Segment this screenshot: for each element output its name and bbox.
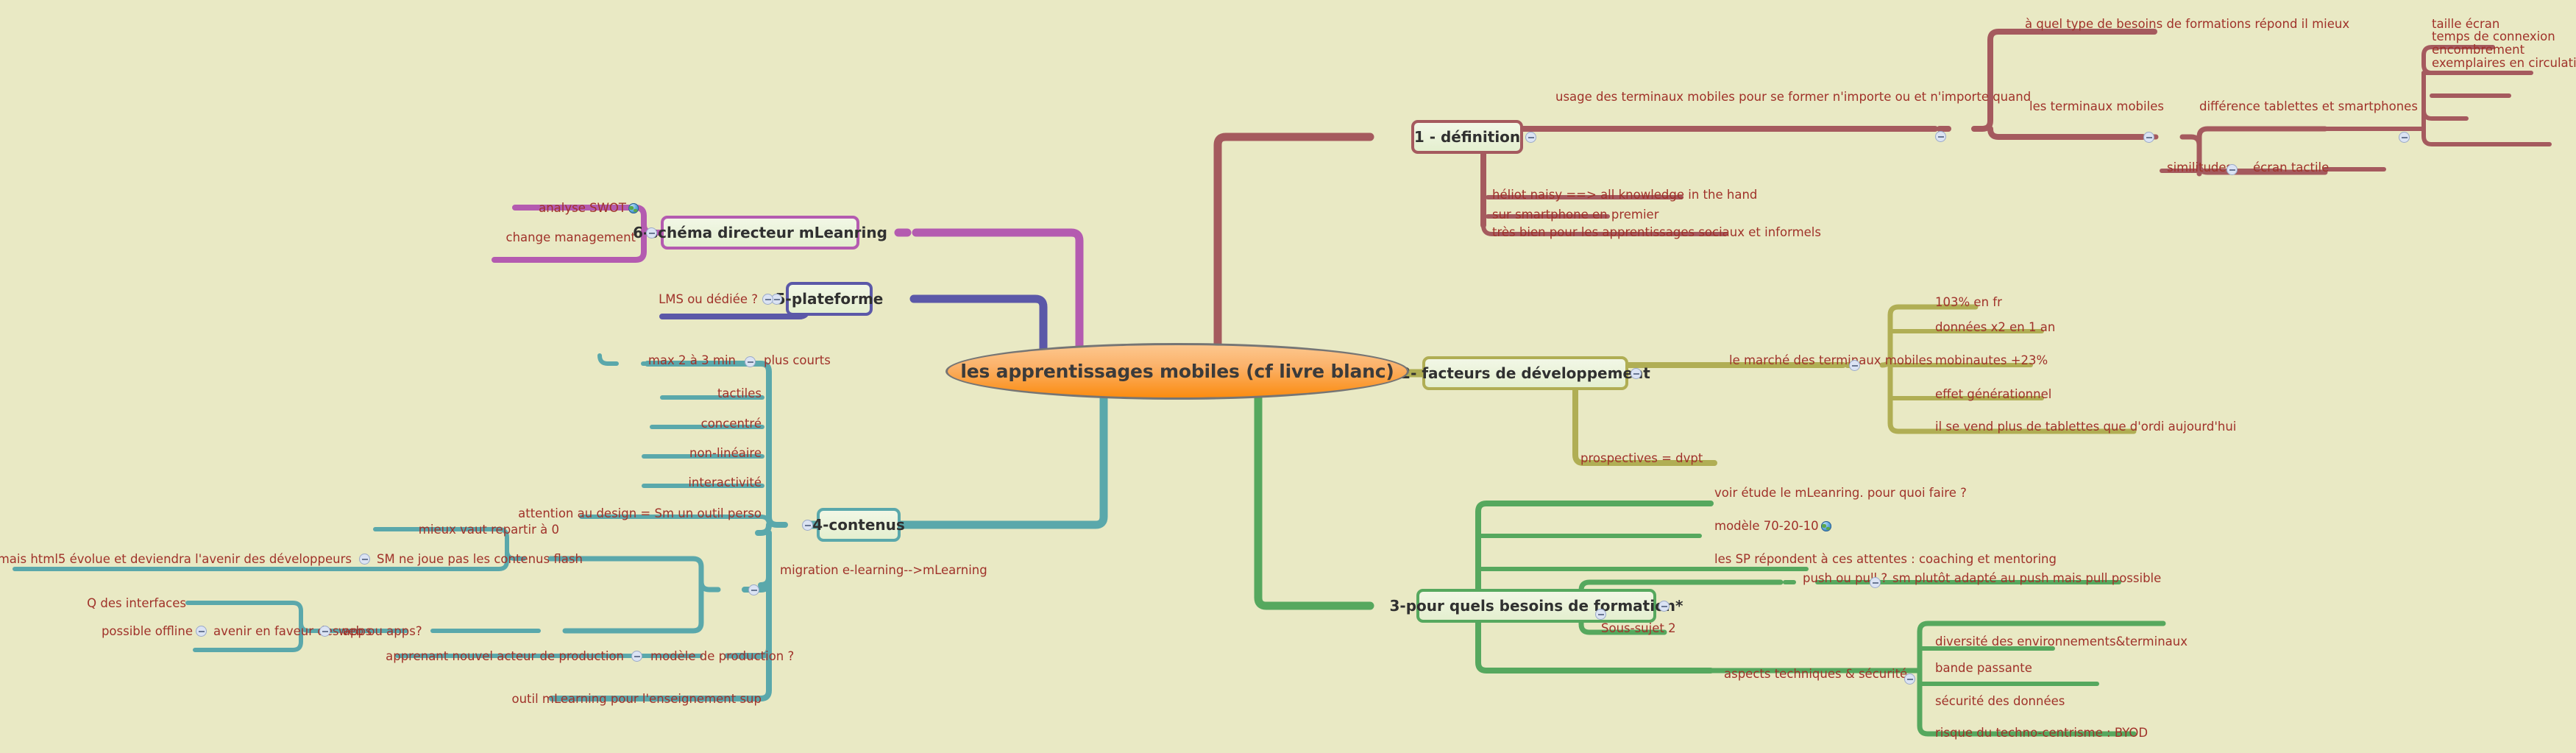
leaf-usage-terminaux[interactable]: usage des terminaux mobiles pour se form… <box>1555 90 2032 104</box>
collapse-toggle-migration[interactable] <box>748 584 759 595</box>
collapse-toggle-modele-production[interactable] <box>631 651 642 662</box>
collapse-toggle-push[interactable] <box>1870 577 1881 588</box>
collapse-toggle-aspects[interactable] <box>1904 674 1915 685</box>
leaf-tactiles[interactable]: tactiles <box>717 386 762 400</box>
collapse-toggle-web-apps[interactable] <box>319 626 330 637</box>
collapse-toggle-besoins[interactable] <box>1658 601 1670 612</box>
leaf-difference-tablettes[interactable]: différence tablettes et smartphones <box>2199 99 2418 113</box>
central-node-label: les apprentissages mobiles (cf livre bla… <box>960 361 1394 382</box>
leaf-lms-ou-dediee[interactable]: LMS ou dédiée ? <box>659 292 758 306</box>
leaf-donnees-x2[interactable]: données x2 en 1 an <box>1935 320 2056 334</box>
collapse-toggle-usage[interactable] <box>1935 131 1946 142</box>
leaf-temps-connexion[interactable]: temps de connexion <box>2432 29 2555 43</box>
leaf-a-quel-type[interactable]: à quel type de besoins de formations rép… <box>2025 17 2350 31</box>
branch-label-schema: 6-schéma directeur mLeanring <box>633 224 887 241</box>
branch-label-facteurs: 2- facteurs de développement <box>1400 364 1650 382</box>
leaf-aspects-techniques[interactable]: aspects techniques & sécurité <box>1724 667 1908 681</box>
leaf-analyse-swot[interactable]: analyse SWOT <box>539 202 639 215</box>
globe-icon <box>628 203 639 213</box>
collapse-toggle-avenir-apps[interactable] <box>196 626 207 637</box>
leaf-taille-ecran[interactable]: taille écran <box>2432 17 2500 31</box>
collapse-toggle-terminaux[interactable] <box>2143 132 2154 143</box>
leaf-q-des-interfaces[interactable]: Q des interfaces <box>87 596 186 610</box>
central-node[interactable]: les apprentissages mobiles (cf livre bla… <box>945 343 1409 400</box>
leaf-plus-courts[interactable]: plus courts <box>764 353 831 367</box>
leaf-mobinautes[interactable]: mobinautes +23% <box>1935 353 2048 367</box>
collapse-toggle-plateforme[interactable] <box>771 294 782 305</box>
leaf-modele-production[interactable]: modèle de production ? <box>650 649 795 663</box>
leaf-103-en-fr[interactable]: 103% en fr <box>1935 295 2002 309</box>
leaf-modele-70-20-10[interactable]: modèle 70-20-10 <box>1714 520 1831 533</box>
collapse-toggle-definition[interactable] <box>1525 132 1536 143</box>
leaf-securite-donnees[interactable]: sécurité des données <box>1935 694 2065 708</box>
branch-label-besoins: 3-pour quels besoins de formation* <box>1389 597 1683 615</box>
leaf-mieux-vaut-repartir[interactable]: mieux vaut repartir à 0 <box>418 523 559 537</box>
branch-label-plateforme: 5-plateforme <box>775 290 884 308</box>
leaf-sm-plutot-adapte[interactable]: sm plutôt adapté au push mais pull possi… <box>1892 571 2162 585</box>
collapse-toggle-sm-flash[interactable] <box>359 554 370 565</box>
globe-icon <box>1820 521 1831 531</box>
leaf-sous-sujet-2[interactable]: Sous-sujet 2 <box>1601 621 1676 635</box>
branch-node-schema[interactable]: 6-schéma directeur mLeanring <box>633 216 887 250</box>
collapse-toggle-contenus[interactable] <box>802 520 813 531</box>
collapse-toggle-plus-courts[interactable] <box>745 356 756 367</box>
leaf-effet-generationnel[interactable]: effet générationnel <box>1935 387 2052 401</box>
collapse-toggle-facteurs[interactable] <box>1631 368 1642 379</box>
leaf-possible-offline[interactable]: possible offline <box>101 624 193 638</box>
leaf-il-se-vend[interactable]: il se vend plus de tablettes que d'ordi … <box>1935 420 2237 434</box>
leaf-voir-etude[interactable]: voir étude le mLeanring. pour quoi faire… <box>1714 486 1967 500</box>
leaf-migration-elearning[interactable]: migration e-learning-->mLearning <box>780 563 987 577</box>
leaf-similitudes[interactable]: similitudes <box>2167 160 2233 174</box>
branch-node-contenus[interactable]: 4-contenus <box>812 508 905 542</box>
branch-node-besoins[interactable]: 3-pour quels besoins de formation* <box>1390 589 1683 623</box>
leaf-exemplaires[interactable]: exemplaires en circulation <box>2432 56 2576 70</box>
leaf-non-lineaire[interactable]: non-linéaire <box>689 446 762 460</box>
leaf-sp-repondent[interactable]: les SP répondent à ces attentes : coachi… <box>1714 552 2057 566</box>
leaf-terminaux-mobiles[interactable]: les terminaux mobiles <box>2029 99 2164 113</box>
leaf-prospectives[interactable]: prospectives = dvpt <box>1580 451 1703 465</box>
branch-node-plateforme[interactable]: 5-plateforme <box>776 282 883 316</box>
branch-label-definition: 1 - définition <box>1413 128 1521 146</box>
leaf-apprenant-nouvel-acteur[interactable]: apprenant nouvel acteur de production <box>386 649 624 663</box>
leaf-tres-bien[interactable]: très bien pour les apprentissages sociau… <box>1492 225 1821 239</box>
leaf-analyse-swot-label: analyse SWOT <box>539 201 626 215</box>
leaf-heliot-naisy[interactable]: héliot naisy ==> all knowledge in the ha… <box>1492 188 1758 202</box>
branch-node-facteurs[interactable]: 2- facteurs de développement <box>1400 356 1650 390</box>
leaf-change-management[interactable]: change management <box>505 230 636 244</box>
collapse-toggle-lms[interactable] <box>762 294 773 305</box>
collapse-toggle-enjeux[interactable] <box>1595 609 1606 620</box>
collapse-toggle-similitudes[interactable] <box>2226 164 2238 175</box>
leaf-marche-terminaux[interactable]: le marché des terminaux mobiles <box>1729 353 1933 367</box>
leaf-concentre[interactable]: concentré <box>700 417 762 431</box>
collapse-toggle-marche[interactable] <box>1849 360 1860 371</box>
leaf-bande-passante[interactable]: bande passante <box>1935 661 2032 675</box>
leaf-avenir-faveur-apps[interactable]: avenir en faveur des apps <box>213 624 372 638</box>
leaf-risque-techno-centrisme[interactable]: risque du techno-centrisme : BYOD <box>1935 726 2149 740</box>
leaf-outil-mlearning-sup[interactable]: outil mLearning pour l'enseignement sup <box>511 692 762 706</box>
leaf-sur-smartphone[interactable]: sur smartphone en premier <box>1492 208 1659 222</box>
leaf-sm-ne-joue-pas[interactable]: SM ne joue pas les contenus flash <box>377 552 583 566</box>
leaf-encombrement[interactable]: encombrement <box>2432 43 2525 57</box>
collapse-toggle-difference[interactable] <box>2399 132 2410 143</box>
leaf-web-ou-apps[interactable]: web ou apps? <box>338 624 422 638</box>
leaf-mais-html5[interactable]: mais html5 évolue et deviendra l'avenir … <box>0 552 352 566</box>
collapse-toggle-schema[interactable] <box>646 227 657 238</box>
branch-node-definition[interactable]: 1 - définition <box>1411 120 1523 154</box>
leaf-interactivite[interactable]: interactivité <box>688 476 762 489</box>
branch-label-contenus: 4-contenus <box>812 516 905 534</box>
leaf-ecran-tactile[interactable]: écran tactile <box>2253 160 2330 174</box>
leaf-push-ou-pull[interactable]: push ou pull ? <box>1803 571 1888 585</box>
leaf-modele-70-20-10-label: modèle 70-20-10 <box>1714 519 1819 533</box>
leaf-max-2-a-3-min[interactable]: max 2 à 3 min <box>647 353 736 367</box>
leaf-attention-design[interactable]: attention au design = Sm un outil perso <box>518 506 762 520</box>
leaf-diversite-environnements[interactable]: diversité des environnements&terminaux <box>1935 634 2188 648</box>
